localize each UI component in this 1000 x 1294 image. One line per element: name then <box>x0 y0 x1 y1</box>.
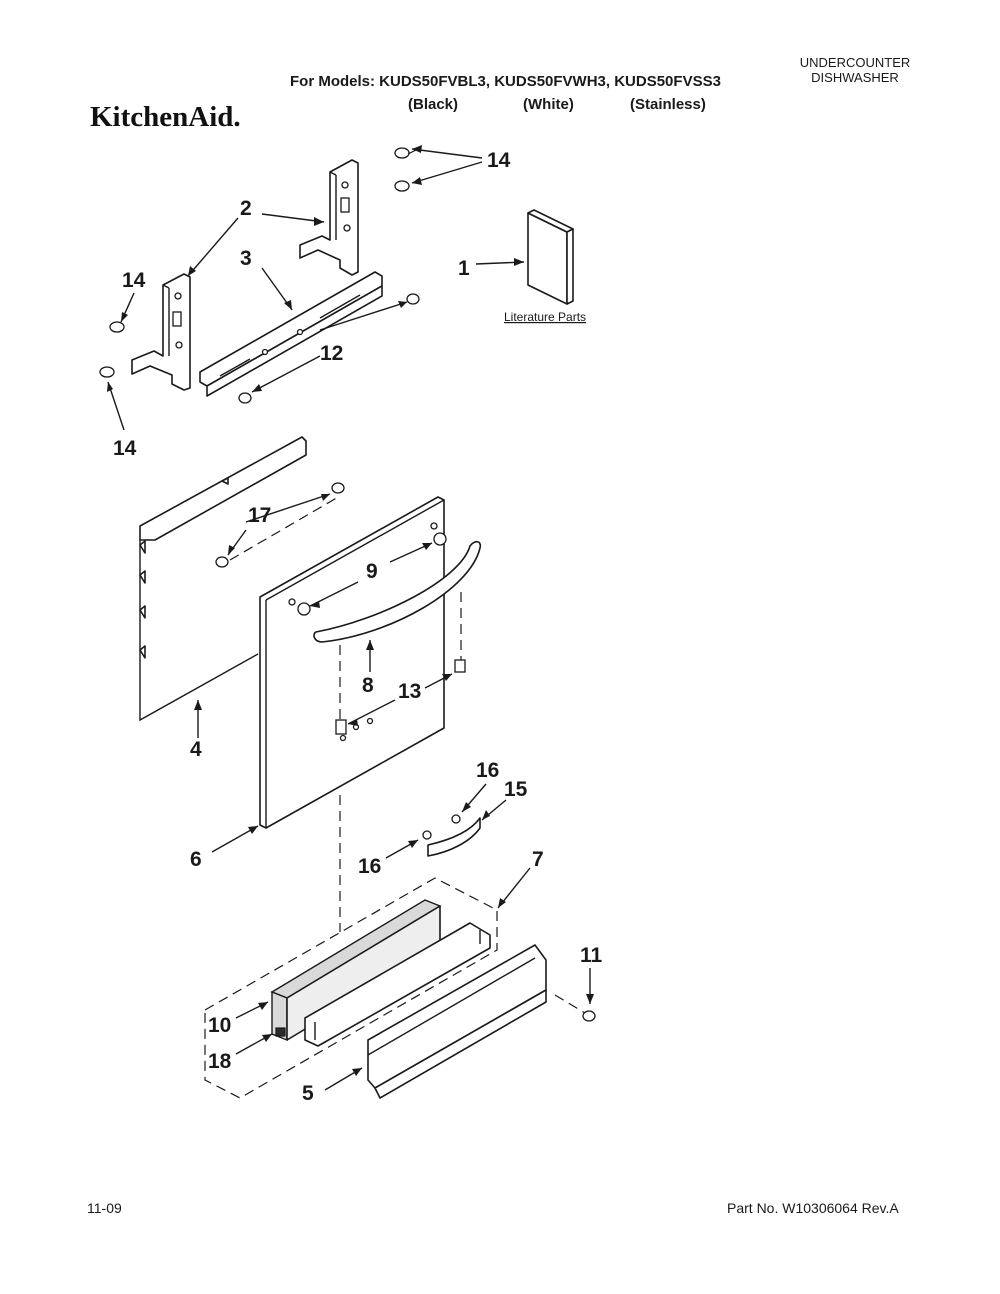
footer-part-number: Part No. W10306064 Rev.A <box>727 1200 899 1216</box>
footer-date: 11-09 <box>87 1200 122 1216</box>
callout-8: 8 <box>362 674 374 697</box>
callout-7: 7 <box>532 848 544 871</box>
part-inner-access-panel <box>304 922 491 1047</box>
callout-15: 15 <box>504 778 528 801</box>
callout-1: 1 <box>458 257 470 280</box>
callout-11: 11 <box>580 944 603 967</box>
screws-group <box>99 147 596 1022</box>
brand-logo-text: KitchenAid. <box>90 101 241 133</box>
product-type-line2: DISHWASHER <box>811 70 899 85</box>
variant-white: (White) <box>523 96 574 113</box>
part-door-panel-back <box>139 436 307 722</box>
product-type-line1: UNDERCOUNTER <box>799 55 911 70</box>
callout-16-bottom: 16 <box>358 855 381 878</box>
callout-numbers: 14 2 3 1 14 12 14 17 9 8 13 4 16 15 6 16… <box>113 149 603 1105</box>
callout-12: 12 <box>320 342 343 365</box>
callout-6: 6 <box>190 848 202 871</box>
product-type: UNDERCOUNTER DISHWASHER <box>790 55 920 85</box>
callout-10: 10 <box>208 1014 231 1037</box>
part-mounting-bracket-left <box>131 273 191 391</box>
part-access-panel-kit-outline <box>204 877 498 1099</box>
part-mounting-rail <box>199 271 383 397</box>
part-retaining-clip <box>275 1027 286 1037</box>
variant-black: (Black) <box>408 96 459 113</box>
variant-stainless: (Stainless) <box>630 96 706 113</box>
kitchenaid-logo: KitchenAid. <box>90 101 241 133</box>
callout-2: 2 <box>240 197 252 220</box>
callout-17: 17 <box>248 504 271 527</box>
part-mounting-bracket-right <box>299 159 359 276</box>
callout-14-bottom: 14 <box>113 437 137 460</box>
part-logo-badge <box>422 814 481 857</box>
part-literature-booklet: Literature Parts <box>504 209 586 324</box>
callout-16-top: 16 <box>476 759 499 782</box>
part-toe-kick-panel <box>367 944 547 1099</box>
part-door-handle <box>313 540 482 643</box>
part-outer-door-panel <box>259 496 445 829</box>
callout-3: 3 <box>240 247 252 270</box>
part-handle-spacers <box>297 532 466 735</box>
callout-9: 9 <box>366 560 378 583</box>
callout-14-left: 14 <box>122 269 146 292</box>
callout-18: 18 <box>208 1050 232 1073</box>
arrowheads <box>107 145 594 1076</box>
callout-4: 4 <box>190 738 202 761</box>
callout-5: 5 <box>302 1082 314 1105</box>
callout-14-top: 14 <box>487 149 511 172</box>
alignment-lines <box>229 147 586 1014</box>
models-line: For Models: KUDS50FVBL3, KUDS50FVWH3, KU… <box>290 73 721 90</box>
callout-13: 13 <box>398 680 421 703</box>
literature-parts-label: Literature Parts <box>504 310 586 324</box>
